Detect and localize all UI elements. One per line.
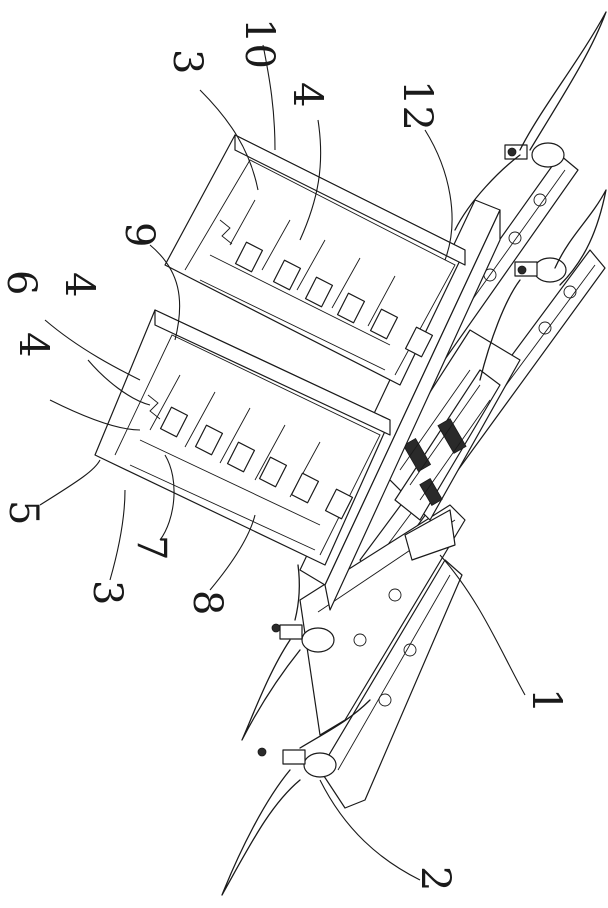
callout-4-upper: 4 — [284, 82, 330, 107]
callout-4-left: 4 — [10, 332, 56, 357]
callout-7: 7 — [128, 535, 174, 560]
callout-9: 9 — [116, 222, 162, 247]
callout-10: 10 — [236, 18, 282, 69]
callout-6: 6 — [0, 270, 44, 295]
callout-2: 2 — [412, 866, 458, 891]
callout-8: 8 — [184, 590, 230, 615]
callout-3-upper: 3 — [164, 49, 210, 74]
callout-12: 12 — [394, 80, 440, 131]
callout-1: 1 — [523, 688, 569, 713]
callout-4-mid: 4 — [56, 272, 102, 297]
motor-bottom — [258, 748, 336, 777]
propeller-left — [242, 565, 300, 740]
callout-5: 5 — [0, 500, 46, 525]
motor-top — [505, 143, 564, 167]
callout-3-lower: 3 — [84, 580, 130, 605]
